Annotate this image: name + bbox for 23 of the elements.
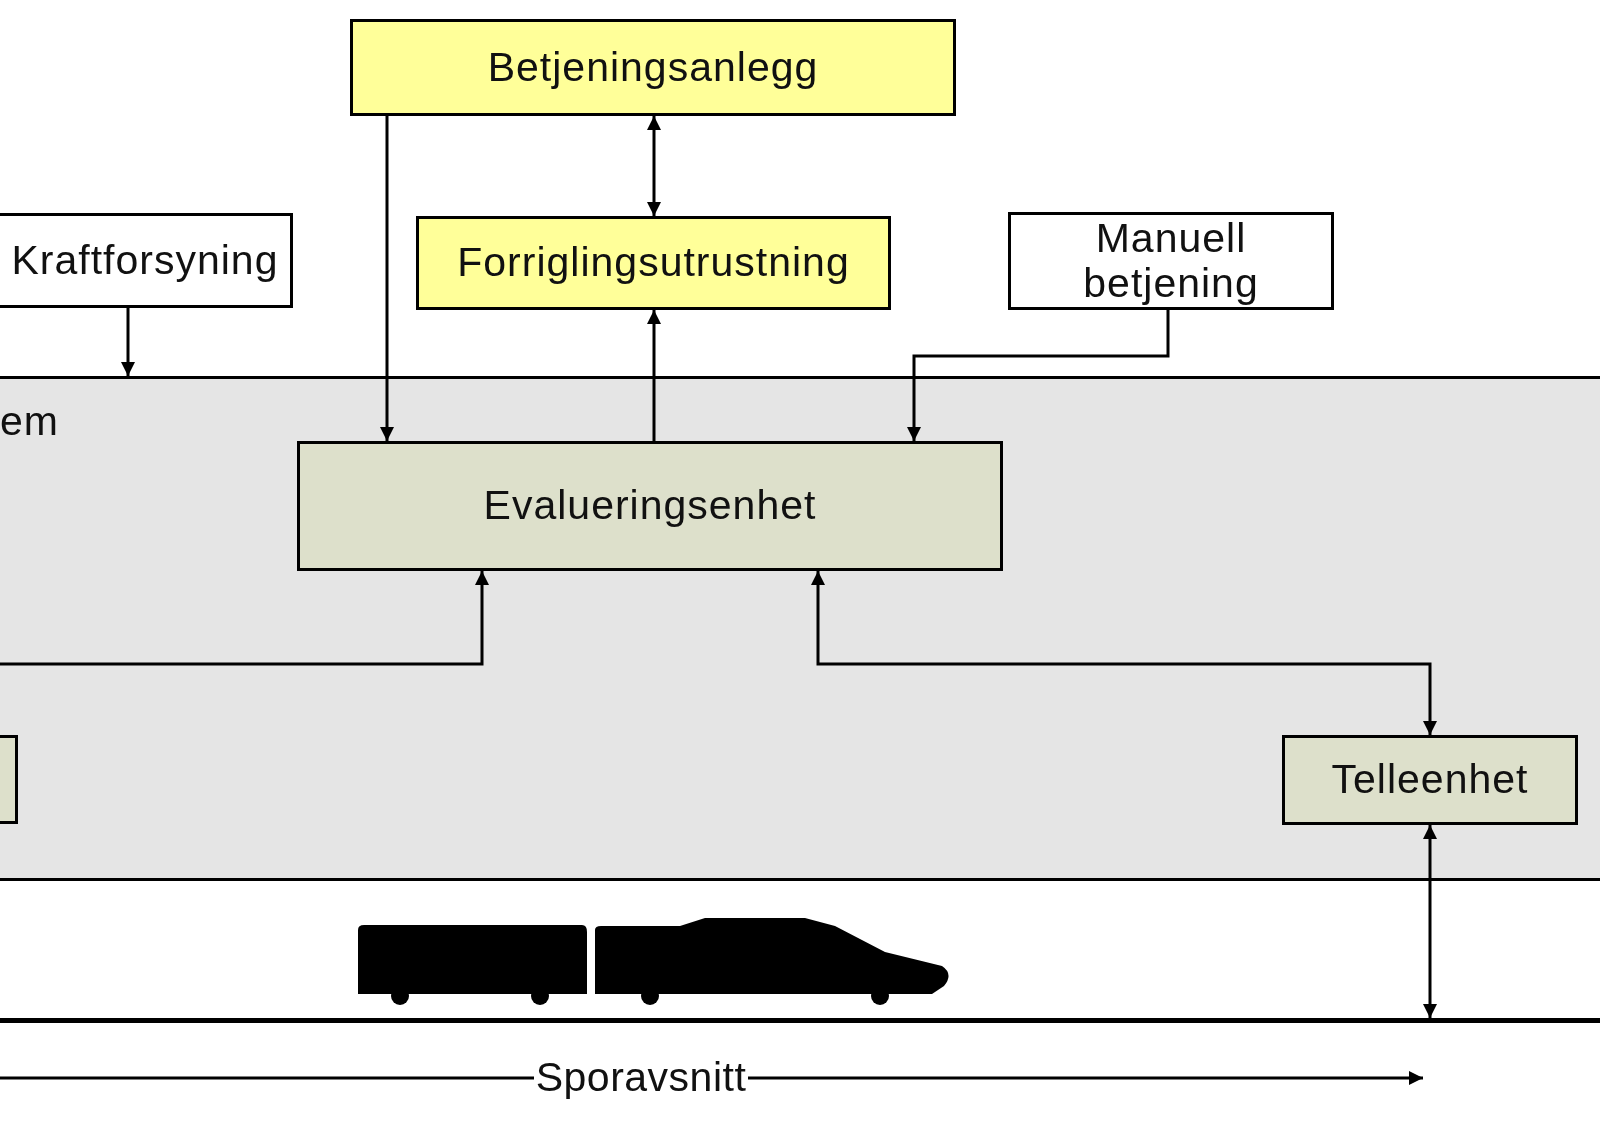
- arrow: [380, 116, 394, 441]
- process-box: [1282, 735, 1578, 825]
- arrow: [1423, 825, 1437, 1018]
- node-label: Manuell betjening: [1082, 215, 1260, 307]
- node-label: Telleenhet: [1330, 757, 1530, 803]
- process-box: [416, 216, 891, 310]
- arrow: [907, 310, 1170, 441]
- band-title: em: [0, 399, 59, 445]
- process-box: [0, 735, 18, 824]
- node-label: Evalueringsenhet: [482, 483, 818, 529]
- system-band: [0, 376, 1600, 881]
- arrow: [647, 116, 661, 216]
- arrow: [647, 310, 661, 441]
- arrow: [811, 571, 1437, 735]
- arrow: [0, 571, 489, 666]
- process-box: [0, 213, 293, 308]
- process-box: [297, 441, 1003, 571]
- node-label: Forriglingsutrustning: [456, 240, 851, 286]
- process-box: [350, 19, 956, 116]
- arrow: [121, 308, 135, 376]
- process-box: [1008, 212, 1334, 310]
- node-label: Betjeningsanlegg: [486, 44, 820, 91]
- node-label: Kraftforsyning: [10, 237, 280, 284]
